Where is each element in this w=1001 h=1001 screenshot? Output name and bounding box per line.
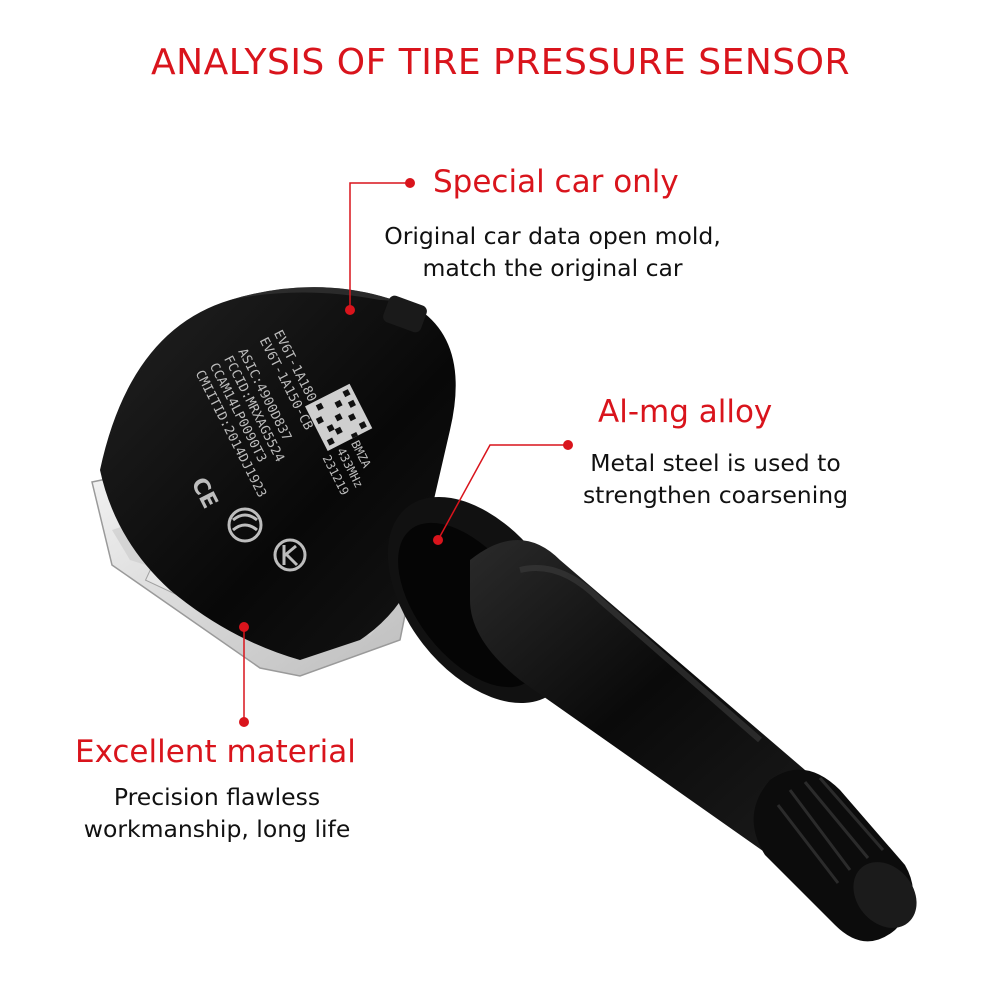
callout-heading-material: Excellent material: [75, 734, 356, 770]
callout-desc-alloy-line2: strengthen coarsening: [582, 481, 849, 509]
sensor-body: [100, 287, 456, 660]
callout-leader-alloy: [433, 440, 573, 545]
callout-heading-special: Special car only: [433, 164, 679, 200]
page-title: ANALYSIS OF TIRE PRESSURE SENSOR: [151, 42, 850, 83]
datamatrix-code-icon: [305, 383, 373, 451]
callout-desc-material: Precision flawless workmanship, long lif…: [72, 781, 362, 845]
manufacturer-logo-icon: [227, 507, 263, 543]
valve-stem: [387, 496, 917, 942]
callout-desc-special: Original car data open mold, match the o…: [375, 220, 730, 284]
callout-desc-material-line1: Precision flawless: [113, 783, 321, 811]
callout-desc-material-line2: workmanship, long life: [83, 815, 351, 843]
callout-desc-alloy: Metal steel is used to strengthen coarse…: [573, 447, 858, 511]
callout-heading-alloy: Al-mg alloy: [598, 394, 773, 430]
callout-desc-special-line2: match the original car: [422, 254, 683, 282]
callout-leader-special: [345, 178, 415, 315]
callout-desc-alloy-line1: Metal steel is used to: [590, 449, 841, 477]
callout-leader-material: [239, 622, 249, 727]
certification-mark-icon: [273, 538, 307, 572]
callout-desc-special-line1: Original car data open mold,: [384, 222, 721, 250]
